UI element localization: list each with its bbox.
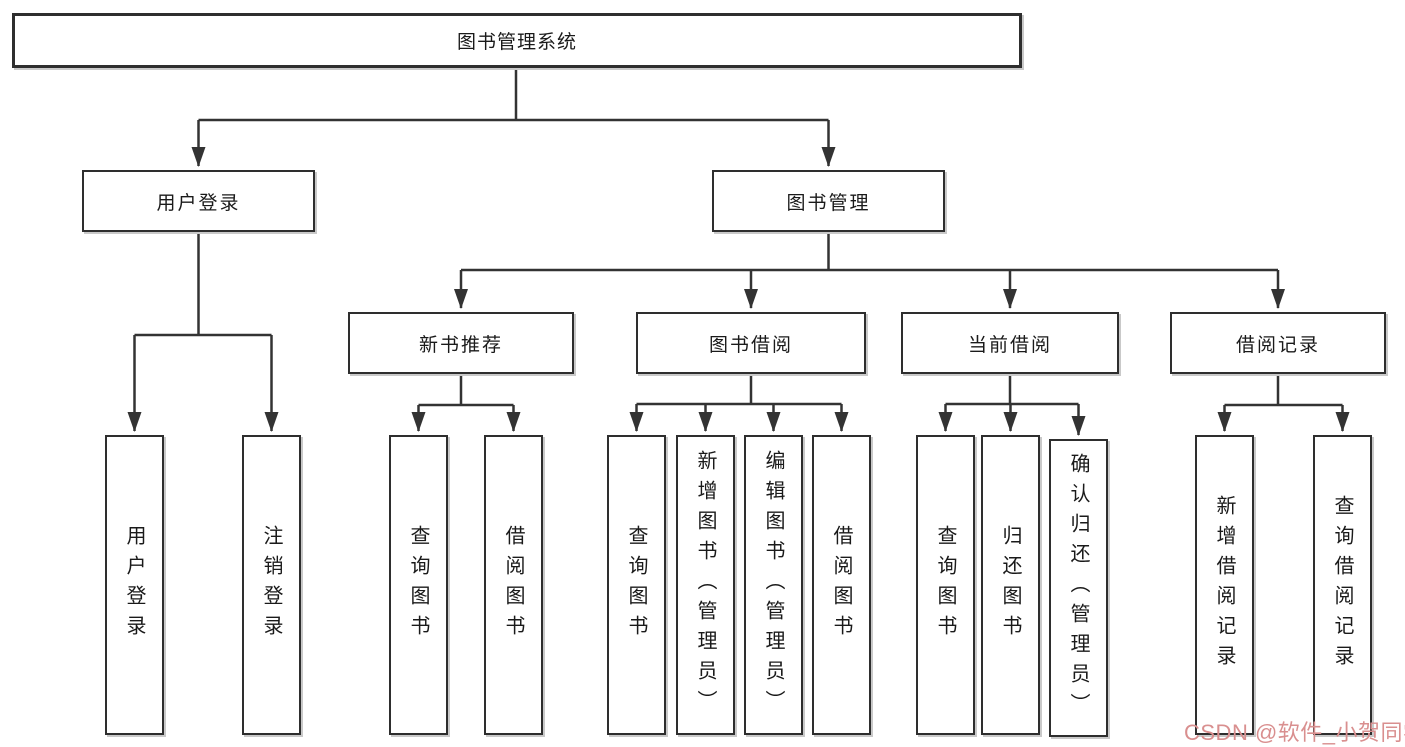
leaf-return-books: 归还图书 [981, 435, 1040, 735]
leaf-query-books-current: 查询图书 [916, 435, 975, 735]
node-user-login-branch: 用户登录 [82, 170, 315, 232]
leaf-user-login: 用户登录 [105, 435, 164, 735]
leaf-logout: 注销登录 [242, 435, 301, 735]
leaf-borrow-books-recommend: 借阅图书 [484, 435, 543, 735]
csdn-watermark: CSDN @软件_小贺同学 [1184, 720, 1405, 745]
leaf-edit-book-admin: 编辑图书（管理员） [744, 435, 803, 735]
leaf-add-book-admin: 新增图书（管理员） [676, 435, 735, 735]
node-root-library-system: 图书管理系统 [12, 13, 1022, 68]
node-current-borrowing: 当前借阅 [901, 312, 1119, 374]
node-book-borrowing: 图书借阅 [636, 312, 866, 374]
leaf-query-books-borrowing: 查询图书 [607, 435, 666, 735]
leaf-confirm-return-admin: 确认归还（管理员） [1049, 439, 1108, 737]
node-book-management-branch: 图书管理 [712, 170, 945, 232]
leaf-borrow-books: 借阅图书 [812, 435, 871, 735]
leaf-query-books-recommend: 查询图书 [389, 435, 448, 735]
leaf-add-borrow-record: 新增借阅记录 [1195, 435, 1254, 735]
node-borrowing-records: 借阅记录 [1170, 312, 1386, 374]
leaf-query-borrow-record: 查询借阅记录 [1313, 435, 1372, 735]
node-new-book-recommendation: 新书推荐 [348, 312, 574, 374]
